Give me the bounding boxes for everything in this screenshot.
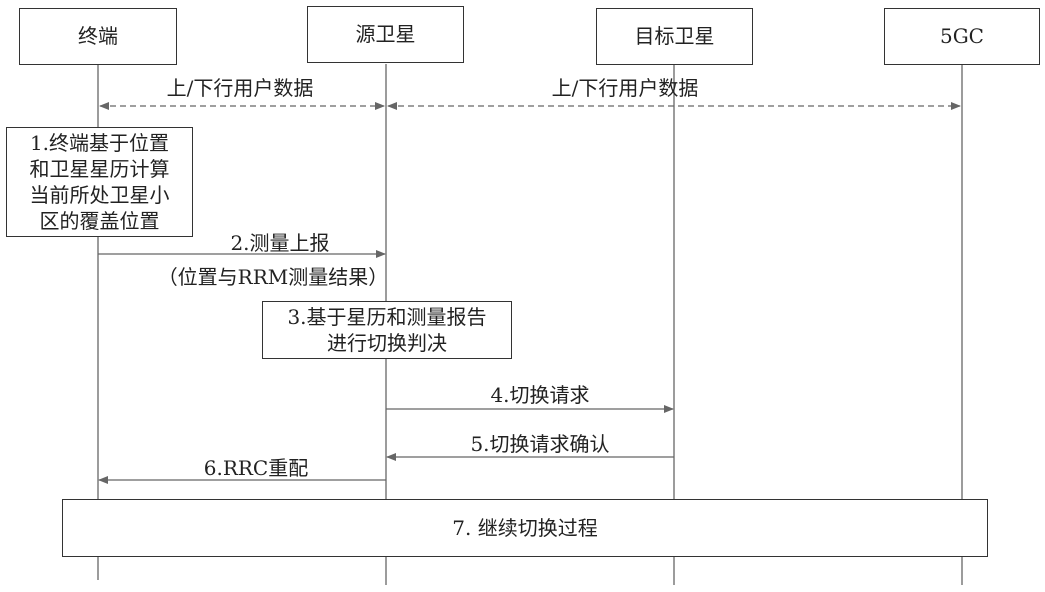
user-data-label-terminal-source: 上/下行用户数据 xyxy=(166,76,314,100)
participant-target-satellite: 目标卫星 xyxy=(596,8,753,65)
participant-target-satellite-label: 目标卫星 xyxy=(634,24,715,48)
participant-5gc: 5GC xyxy=(884,8,1040,65)
step1-box: 1.终端基于位置 和卫星星历计算 当前所处卫星小 区的覆盖位置 xyxy=(6,127,193,237)
participant-source-satellite: 源卫星 xyxy=(307,6,464,63)
participant-terminal-label: 终端 xyxy=(78,24,118,48)
step3-text: 3.基于星历和测量报告 进行切换判决 xyxy=(287,305,487,355)
user-data-label-source-5gc: 上/下行用户数据 xyxy=(551,76,699,100)
step7-text: 7. 继续切换过程 xyxy=(452,515,598,540)
participant-terminal: 终端 xyxy=(19,8,177,65)
step2-sublabel: （位置与RRM测量结果） xyxy=(157,265,389,289)
participant-source-satellite-label: 源卫星 xyxy=(355,22,416,46)
participant-5gc-label: 5GC xyxy=(939,24,984,48)
step4-label: 4.切换请求 xyxy=(490,383,590,407)
step5-label: 5.切换请求确认 xyxy=(470,432,610,456)
step2-label: 2.测量上报 xyxy=(230,231,330,255)
step1-text: 1.终端基于位置 和卫星星历计算 当前所处卫星小 区的覆盖位置 xyxy=(29,131,170,233)
step3-box: 3.基于星历和测量报告 进行切换判决 xyxy=(262,301,512,359)
step6-label: 6.RRC重配 xyxy=(203,456,309,480)
step7-box: 7. 继续切换过程 xyxy=(62,499,988,557)
